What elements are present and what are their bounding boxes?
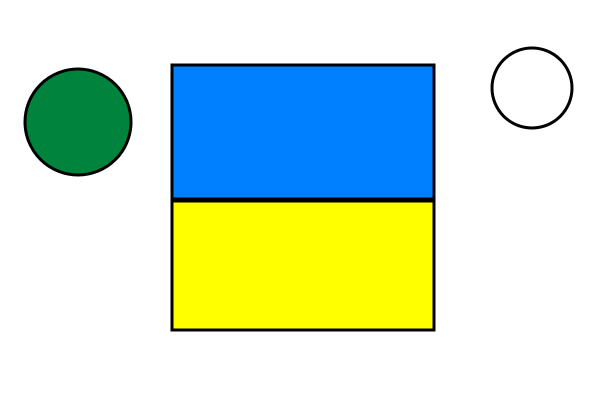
white-circle <box>490 46 574 130</box>
blue-rectangle <box>170 63 436 202</box>
yellow-rectangle <box>170 198 436 332</box>
green-circle <box>23 67 133 177</box>
